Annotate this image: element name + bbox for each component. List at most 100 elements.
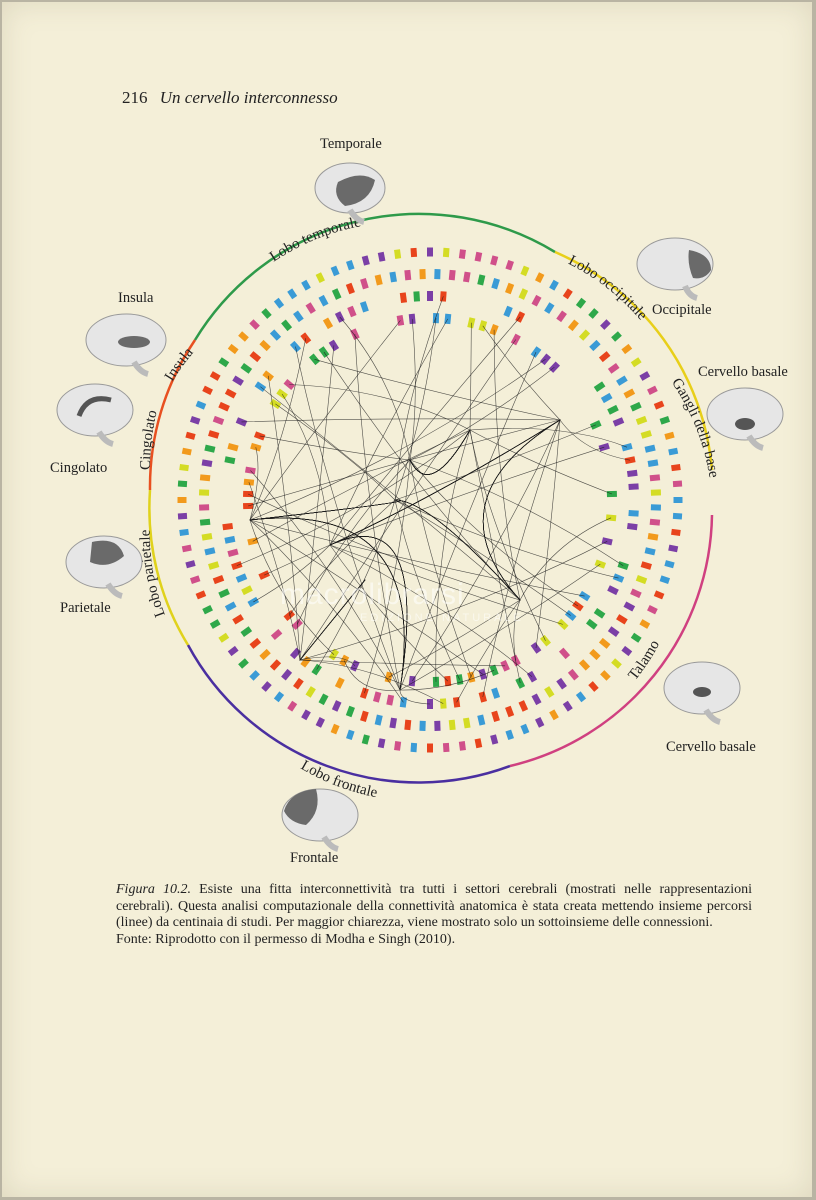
region-node — [374, 714, 383, 726]
region-node — [212, 575, 225, 585]
region-node — [562, 288, 573, 300]
region-node — [458, 741, 466, 751]
region-node — [616, 614, 628, 625]
region-node — [199, 489, 210, 496]
region-node — [621, 645, 633, 657]
region-node — [359, 301, 369, 313]
region-node — [240, 626, 253, 637]
region-node — [345, 705, 355, 718]
region-node — [269, 659, 282, 671]
region-node — [281, 319, 293, 332]
region-node — [361, 255, 370, 266]
region-node — [664, 560, 675, 569]
region-node — [600, 670, 611, 681]
region-node — [491, 278, 500, 290]
region-node — [204, 444, 216, 453]
region-node — [181, 544, 192, 553]
region-node — [224, 456, 236, 465]
region-node — [330, 723, 340, 735]
connection-line — [409, 429, 613, 495]
ring-label-cingolato: Cingolato — [138, 409, 161, 470]
region-node — [520, 265, 530, 277]
region-node — [305, 302, 316, 314]
region-node — [474, 251, 483, 262]
region-node — [218, 632, 230, 643]
region-node — [273, 297, 285, 309]
region-node — [607, 363, 620, 374]
region-node — [621, 343, 633, 355]
region-node — [419, 269, 426, 280]
region-node — [238, 331, 249, 342]
region-node — [218, 588, 230, 599]
label-cervello-basale-top: Cervello basale — [698, 364, 788, 380]
connection-line — [329, 419, 561, 682]
region-node — [672, 512, 683, 520]
region-node — [503, 305, 513, 318]
region-node — [241, 585, 253, 596]
region-node — [598, 351, 611, 363]
region-nodes — [177, 247, 683, 753]
connection-line — [482, 325, 561, 601]
region-node — [578, 659, 591, 671]
brain-icon-temporale — [314, 162, 386, 225]
region-node — [607, 626, 620, 637]
connection-line — [329, 318, 561, 546]
region-node — [598, 637, 611, 649]
region-node — [399, 292, 408, 304]
region-node — [567, 319, 579, 332]
region-node — [531, 294, 542, 307]
region-node — [607, 585, 619, 596]
region-node — [301, 709, 311, 721]
region-node — [281, 668, 293, 681]
region-node — [589, 648, 601, 661]
connection-line — [236, 429, 471, 566]
region-node — [635, 575, 648, 585]
region-node — [204, 547, 216, 556]
label-temporale: Temporale — [320, 136, 382, 152]
region-node — [305, 686, 316, 698]
region-node — [195, 400, 207, 410]
region-node — [647, 605, 658, 615]
region-node — [347, 305, 357, 318]
page-number: 216 — [122, 88, 148, 107]
connection-line — [314, 359, 561, 601]
caption-source: Fonte: Riprodotto con il permesso di Mod… — [116, 931, 456, 947]
region-node — [653, 400, 665, 410]
ring-label-talamo: Talamo — [625, 638, 663, 684]
running-header: 216 Un cervello interconnesso — [122, 88, 338, 108]
region-node — [647, 459, 659, 467]
region-node — [261, 308, 272, 319]
region-node — [185, 560, 196, 569]
region-node — [448, 269, 456, 281]
connection-line — [409, 429, 521, 684]
region-node — [259, 648, 271, 661]
region-node — [318, 294, 329, 307]
region-node — [179, 528, 189, 536]
connection-line — [253, 419, 561, 603]
region-node — [640, 430, 652, 439]
region-node — [212, 415, 225, 425]
label-insula: Insula — [118, 290, 154, 306]
region-node — [199, 504, 210, 511]
region-node — [232, 614, 244, 625]
region-node — [201, 533, 213, 541]
region-node — [208, 561, 220, 570]
region-node — [477, 274, 486, 286]
region-node — [334, 677, 345, 689]
region-node — [549, 279, 559, 291]
region-node — [671, 528, 681, 536]
frontal-arc — [186, 644, 511, 784]
brain-icon-cervello-basale-top — [706, 387, 784, 451]
region-node — [644, 444, 656, 453]
region-node — [293, 677, 304, 690]
region-node — [394, 249, 402, 259]
region-node — [238, 658, 249, 669]
watermark-sub: EDIZIONE NATURALE — [360, 612, 524, 624]
region-node — [647, 385, 658, 395]
region-node — [224, 388, 237, 399]
region-node — [575, 691, 587, 703]
region-node — [287, 288, 298, 300]
region-node — [458, 249, 466, 259]
region-node — [218, 357, 230, 368]
region-node — [345, 282, 355, 295]
